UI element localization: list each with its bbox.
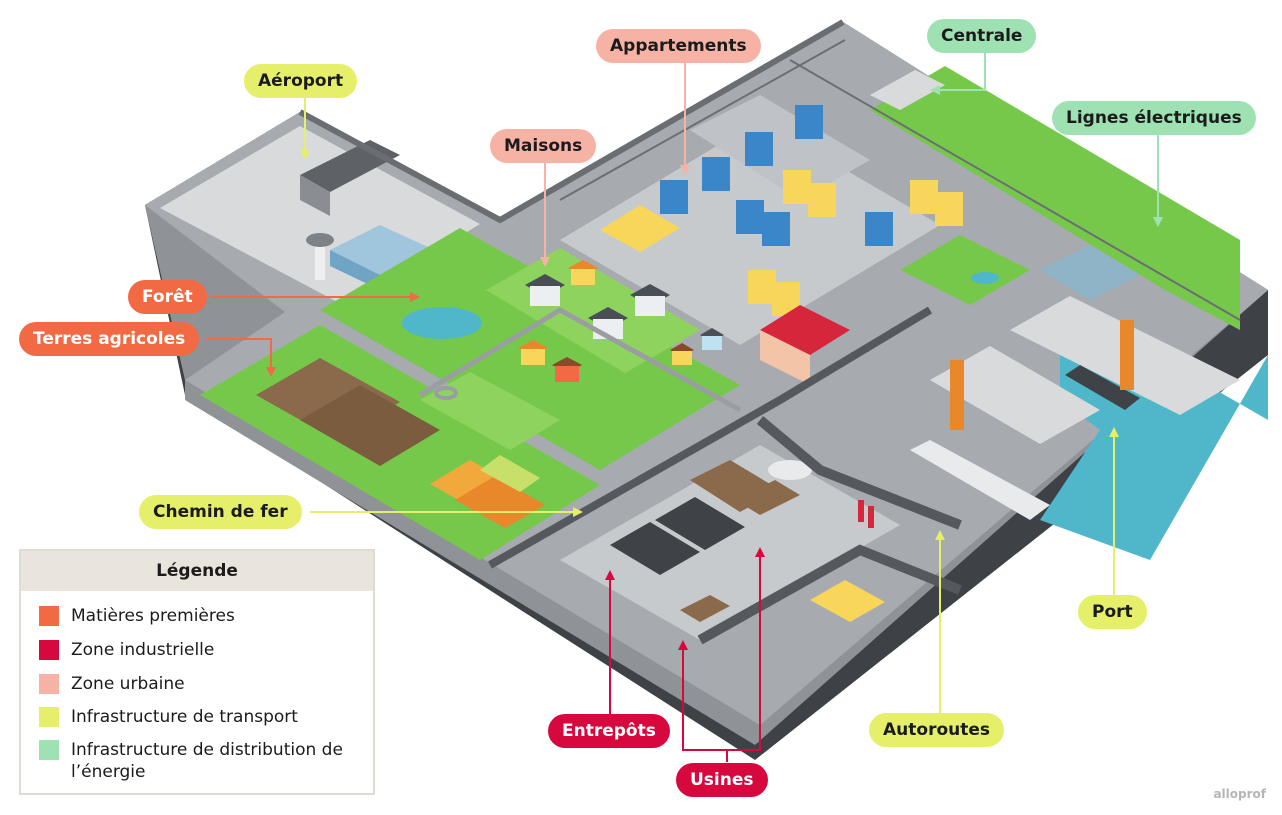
label-entrepots: Entrepôts bbox=[548, 714, 670, 748]
legend-item-urbaine: Zone urbaine bbox=[39, 673, 185, 695]
label-maisons: Maisons bbox=[490, 129, 597, 163]
legend-item-matieres: Matières premières bbox=[39, 605, 235, 627]
label-foret: Forêt bbox=[128, 280, 207, 314]
legend-swatch-industrielle bbox=[39, 640, 59, 660]
label-centrale: Centrale bbox=[927, 19, 1037, 53]
legend-label-urbaine: Zone urbaine bbox=[71, 674, 185, 694]
legend-title: Légende bbox=[21, 551, 373, 591]
label-autoroutes: Autoroutes bbox=[869, 713, 1005, 747]
legend-label-energie: Infrastructure de distribution de l’éner… bbox=[71, 740, 343, 782]
legend-swatch-transport bbox=[39, 707, 59, 727]
label-usines: Usines bbox=[676, 763, 768, 797]
label-port: Port bbox=[1078, 595, 1147, 629]
power-zone bbox=[559, 39, 1241, 330]
legend-swatch-urbaine bbox=[39, 674, 59, 694]
label-chemin-de-fer: Chemin de fer bbox=[139, 495, 302, 529]
leader-lines bbox=[205, 52, 1163, 762]
label-terres-agricoles: Terres agricoles bbox=[19, 322, 200, 356]
label-appartements: Appartements bbox=[596, 29, 761, 63]
label-lignes-electriques: Lignes électriques bbox=[1052, 101, 1256, 135]
industrial-zone bbox=[560, 445, 900, 640]
legend-label-transport: Infrastructure de transport bbox=[71, 707, 298, 727]
farmland bbox=[256, 358, 545, 528]
legend-item-energie: Infrastructure de distribution de l’éner… bbox=[39, 739, 359, 783]
legend-label-matieres: Matières premières bbox=[71, 606, 235, 626]
legend-item-transport: Infrastructure de transport bbox=[39, 706, 298, 728]
alloprof-logo: alloprof bbox=[1213, 787, 1266, 801]
label-aeroport: Aéroport bbox=[244, 64, 358, 98]
roads bbox=[298, 19, 962, 645]
legend-swatch-matieres bbox=[39, 606, 59, 626]
port-zone bbox=[910, 245, 1268, 560]
houses bbox=[518, 260, 724, 382]
airport-zone bbox=[160, 126, 480, 306]
legend-item-industrielle: Zone industrielle bbox=[39, 639, 214, 661]
legend-swatch-energie bbox=[39, 740, 59, 760]
legend: Légende Matières premières Zone industri… bbox=[19, 549, 375, 795]
legend-label-industrielle: Zone industrielle bbox=[71, 640, 215, 660]
